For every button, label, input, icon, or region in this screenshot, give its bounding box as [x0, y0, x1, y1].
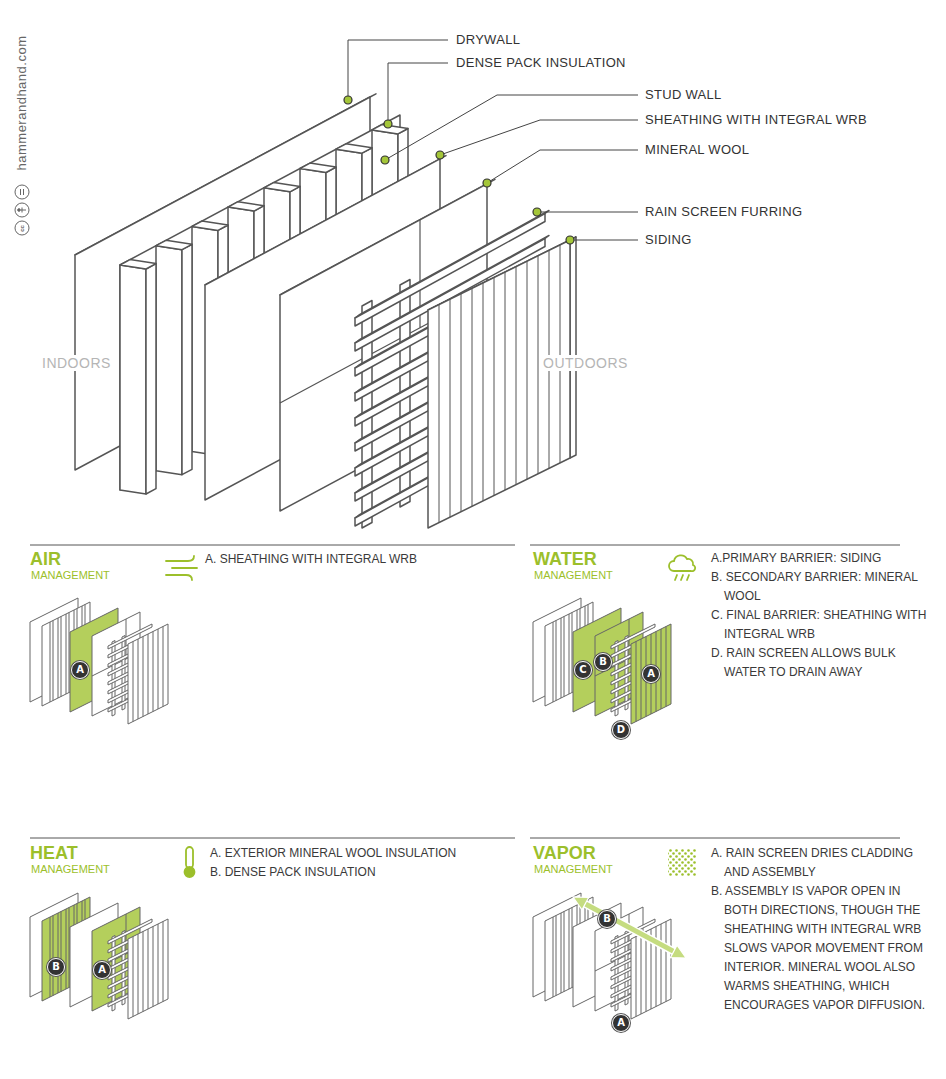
panel-note: A.PRIMARY BARRIER: SIDING	[711, 549, 933, 568]
callout-letter: A	[617, 1018, 625, 1028]
panel-note: D. RAIN SCREEN ALLOWS BULK WATER TO DRAI…	[711, 644, 933, 682]
panel-note: A. RAIN SCREEN DRIES CLADDING AND ASSEMB…	[711, 844, 933, 882]
license-icons	[15, 185, 29, 235]
callout-letter: A	[76, 665, 84, 675]
panel-note: C. FINAL BARRIER: SHEATHING WITH INTEGRA…	[711, 606, 933, 644]
part-label: RAIN SCREEN FURRING	[645, 204, 802, 220]
panel-note: A. EXTERIOR MINERAL WOOL INSULATION	[210, 844, 510, 863]
vapor-arrow	[573, 897, 686, 958]
leader-dots	[344, 96, 574, 244]
panel-rules	[30, 545, 900, 838]
panel-title: AIR	[30, 549, 61, 569]
side-label: INDOORS	[40, 355, 113, 371]
panel-note: B. DENSE PACK INSULATION	[210, 863, 510, 882]
watermark: hammerandhand.com	[15, 36, 29, 171]
callout-circle: B	[598, 910, 616, 928]
panel-title: VAPOR	[533, 843, 596, 863]
part-label: DENSE PACK INSULATION	[456, 55, 626, 71]
panel-icons	[166, 555, 695, 877]
callout-circle: A	[93, 961, 111, 979]
side-label: OUTDOORS	[541, 355, 630, 371]
callout-letter: B	[52, 962, 60, 972]
callout-circle: B	[47, 958, 65, 976]
part-label: DRYWALL	[456, 32, 520, 48]
callout-letter: C	[579, 665, 586, 675]
part-label: MINERAL WOOL	[645, 142, 749, 158]
callout-circle: B	[594, 653, 612, 671]
panel-subtitle: MANAGEMENT	[534, 863, 613, 875]
callout-letter: B	[603, 914, 611, 924]
callout-letter: B	[599, 657, 607, 667]
panel-subtitle: MANAGEMENT	[534, 569, 613, 581]
callout-circle: A	[642, 665, 660, 683]
callout-circle: C	[574, 661, 592, 679]
panel-note: A. SHEATHING WITH INTEGRAL WRB	[205, 550, 505, 569]
part-label: SHEATHING WITH INTEGRAL WRB	[645, 112, 867, 128]
callout-circle: A	[612, 1014, 630, 1032]
part-label: SIDING	[645, 232, 692, 248]
panel-subtitle: MANAGEMENT	[31, 569, 110, 581]
panel-note: B. SECONDARY BARRIER: MINERAL WOOL	[711, 568, 933, 606]
callout-circle: D	[612, 721, 630, 739]
panel-title: WATER	[533, 549, 597, 569]
panel-note: B. ASSEMBLY IS VAPOR OPEN IN BOTH DIRECT…	[711, 882, 933, 1015]
panel-title: HEAT	[30, 843, 78, 863]
panel-subtitle: MANAGEMENT	[31, 863, 110, 875]
callout-letter: D	[617, 725, 625, 735]
part-label: STUD WALL	[645, 87, 722, 103]
license-icon-text: cc	[19, 225, 26, 232]
callout-circle: A	[71, 661, 89, 679]
callout-letter: A	[647, 669, 655, 679]
leader-lines	[348, 40, 638, 240]
callout-letter: A	[98, 965, 106, 975]
